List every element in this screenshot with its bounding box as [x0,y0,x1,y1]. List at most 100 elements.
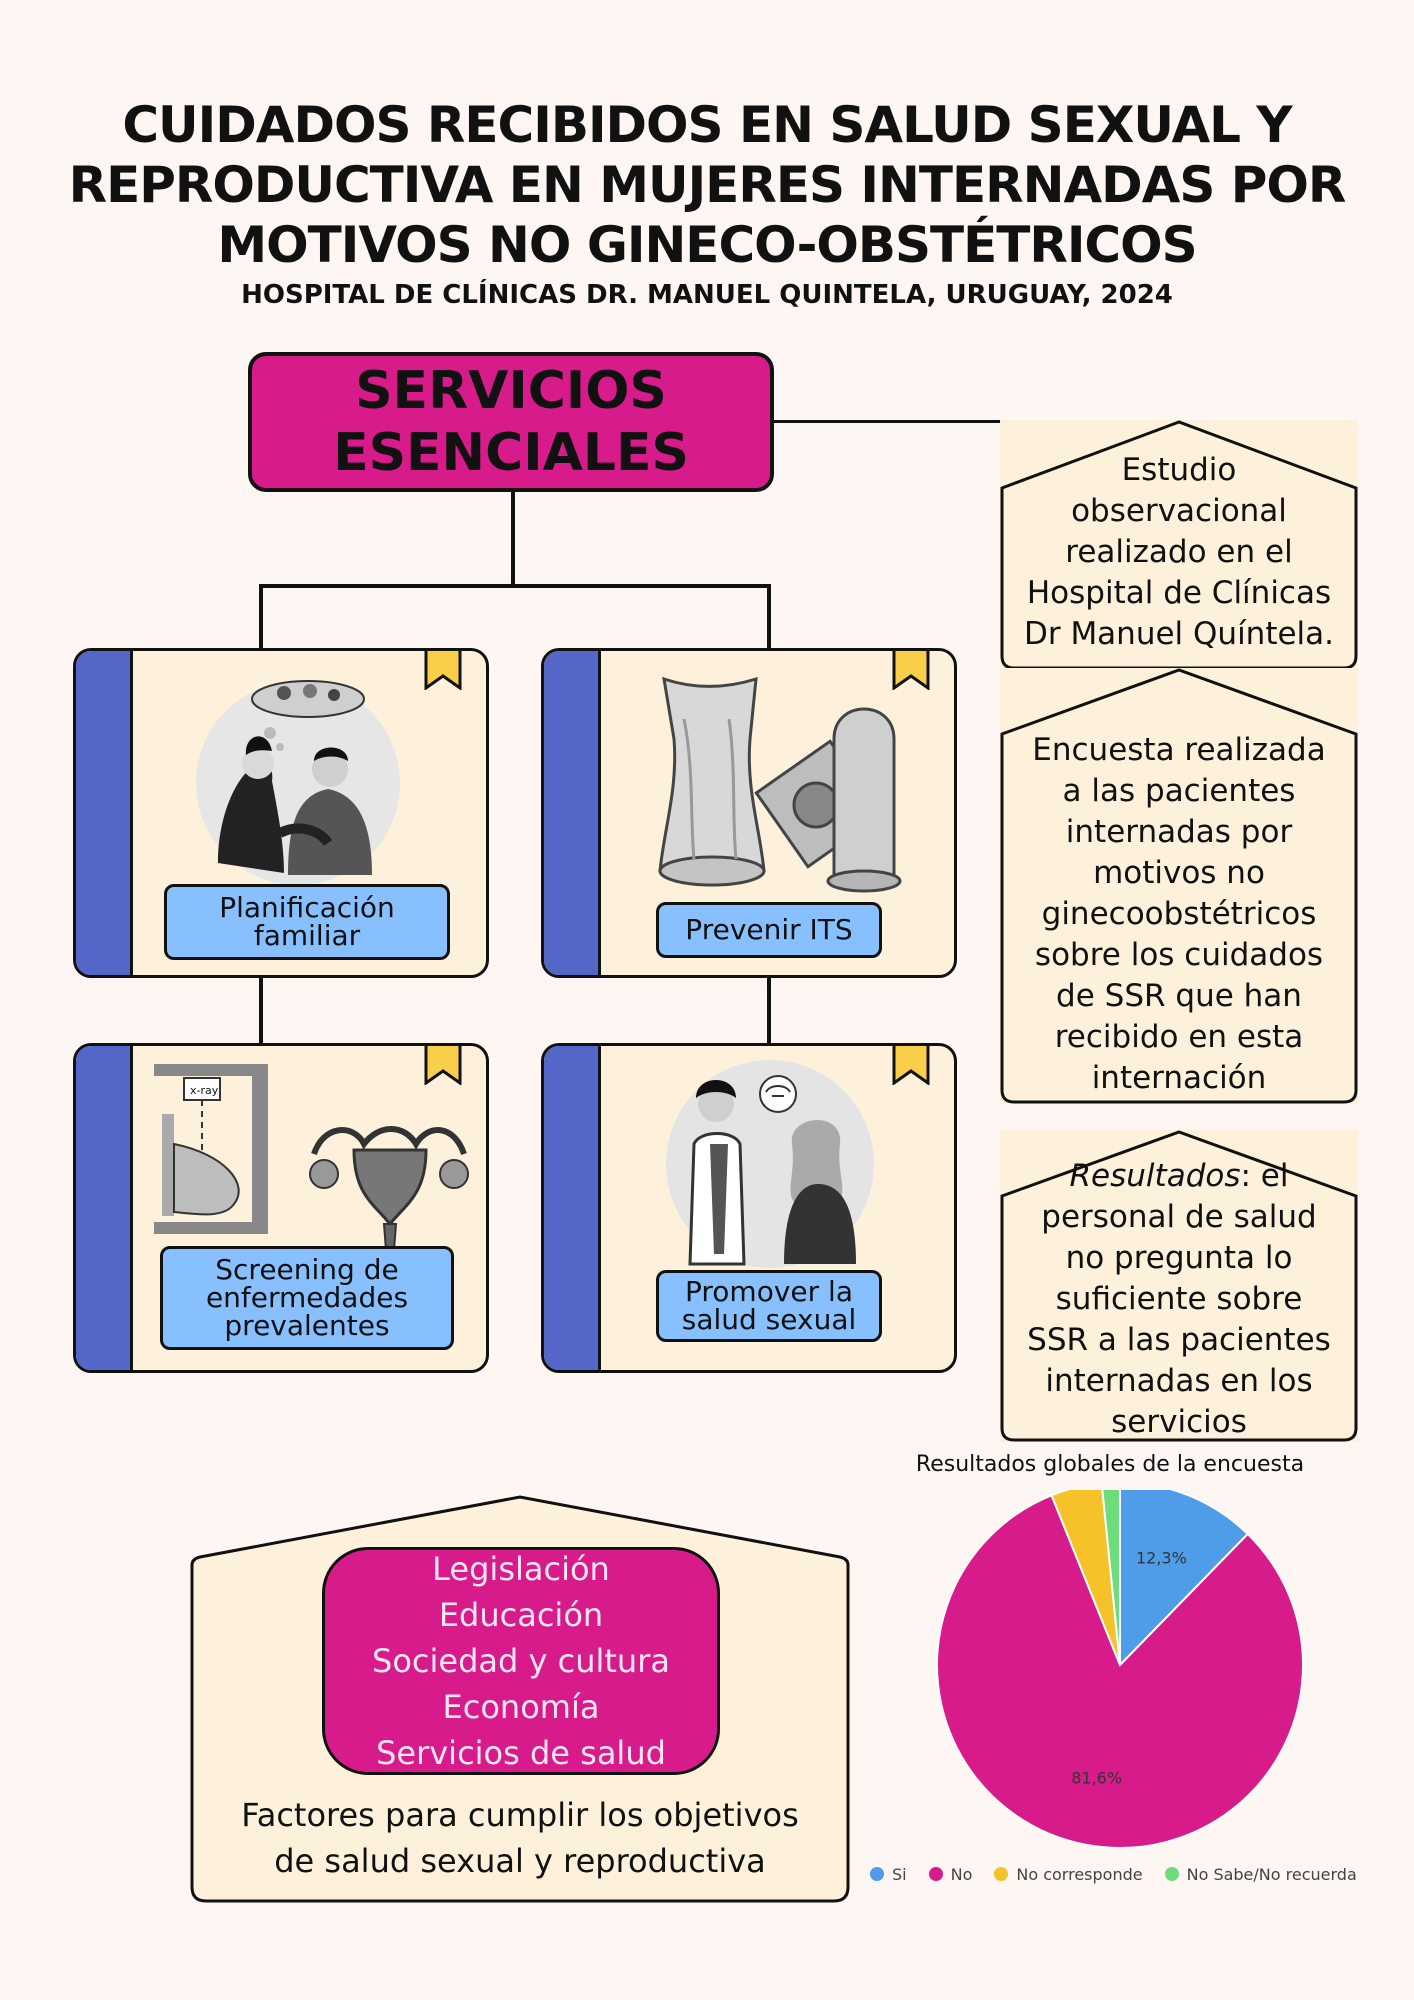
info-line: motivos no [1093,855,1265,891]
results-lead: Resultados [1069,1158,1241,1194]
couple-family-planning-icon [196,680,400,885]
pie-slice-no-corresponde [1050,1490,1121,1666]
connector-line [511,492,515,584]
title-line: REPRODUCTIVA EN MUJERES INTERNADAS POR [68,156,1347,214]
connector-line [259,584,770,588]
info-line: SSR a las pacientes [1027,1322,1331,1358]
card-stripe [544,1046,601,1370]
factor-item: Educación [438,1596,604,1634]
connector-line [259,584,263,648]
card-label-line: familiar [253,919,361,952]
info-box-results: Resultados: el personal de salud no preg… [1000,1130,1358,1442]
info-box-survey: Encuesta realizada a las pacientes inter… [1000,668,1358,1104]
pie-chart: 12,3% 81,6% [936,1490,1304,1849]
card-label-line: Screening de [215,1253,399,1286]
info-box-shape [1000,1130,1358,1442]
legend-swatch [870,1867,884,1881]
connector-line [767,584,771,648]
info-line: internadas por [1065,814,1293,850]
card-label-line: salud sexual [681,1303,857,1336]
card-stripe [76,1046,133,1370]
card-label-line: Prevenir ITS [685,913,853,946]
bookmark-icon [892,651,930,690]
card-label-line: enfermedades [205,1281,409,1314]
page-subtitle: HOSPITAL DE CLÍNICAS DR. MANUEL QUINTELA… [241,280,1173,310]
info-line: suficiente sobre [1055,1281,1303,1317]
info-line: recibido en esta [1054,1019,1304,1055]
factor-item: Economía [442,1688,600,1726]
factors-list: Legislación Educación Sociedad y cultura… [322,1547,720,1775]
title-line: CUIDADOS RECIBIDOS EN SALUD SEXUAL Y [122,96,1292,154]
info-line: ginecoobstétricos [1041,896,1317,932]
card-label-line: Planificación [219,891,395,924]
info-line: Encuesta realizada [1032,732,1326,768]
info-line: internación [1091,1060,1267,1096]
info-line: no pregunta lo [1065,1240,1293,1276]
legend-label: No Sabe/No recuerda [1186,1864,1357,1884]
info-line: realizado en el [1065,534,1293,570]
service-card-prevent-sti: Prevenir ITS [541,648,957,978]
connector-line [774,420,1096,423]
factors-caption-line: de salud sexual y reproductiva [274,1842,766,1880]
chart-legend: Si No No corresponde No Sabe/No recuerda [870,1862,1390,1886]
legend-item: No Sabe/No recuerda [1164,1864,1357,1884]
info-line: Hospital de Clínicas [1026,575,1332,611]
info-box-shape [1000,668,1358,1104]
info-line: Resultados: el [1000,1156,1358,1197]
card-label-line: prevalentes [224,1309,390,1342]
factor-item: Sociedad y cultura [372,1642,670,1680]
card-label-line: Promover la [685,1275,853,1308]
factors-caption-line: Factores para cumplir los objetivos [241,1796,799,1834]
legend-swatch [928,1867,943,1881]
legend-label: No [950,1864,973,1884]
bookmark-icon [424,651,462,690]
bookmark-icon [892,1046,930,1085]
info-line: internadas en los [1045,1363,1313,1399]
info-line: personal de salud [1041,1199,1317,1235]
info-line: Estudio [1121,452,1237,488]
card-label: Prevenir ITS [656,902,882,958]
factor-item: Legislación [432,1550,610,1588]
page-title: CUIDADOS RECIBIDOS EN SALUD SEXUAL Y REP… [0,95,1414,275]
pie-slice-label: 81,6% [1071,1768,1122,1787]
info-line: a las pacientes [1062,773,1296,809]
services-title-box: SERVICIOS ESENCIALES [248,352,774,492]
card-stripe [76,651,133,975]
title-line: MOTIVOS NO GINECO-OBSTÉTRICOS [217,216,1197,274]
connector-line [259,975,263,1043]
doctor-patient-icon [666,1060,874,1268]
legend-swatch [994,1867,1009,1881]
info-line: sobre los cuidados [1034,937,1324,973]
connector-line [767,975,771,1043]
services-title-line: ESENCIALES [333,423,689,483]
chart-title: Resultados globales de la encuesta [915,1452,1305,1477]
info-line: servicios [1111,1404,1247,1440]
services-title-line: SERVICIOS [355,361,667,421]
factors-caption: Factores para cumplir los objetivos de s… [190,1792,850,1884]
condom-icon [658,676,902,893]
info-box-study: Estudio observacional realizado en el Ho… [1000,420,1358,670]
legend-label: Si [892,1864,907,1884]
legend-item: No corresponde [994,1864,1143,1884]
legend-label: No corresponde [1016,1864,1143,1884]
card-stripe [544,651,601,975]
pie-slice-no-sabe-no-recuerda [1101,1490,1121,1666]
legend-item: No [928,1864,973,1884]
legend-swatch [1164,1867,1179,1881]
info-box-shape [1000,420,1358,670]
pie-slice-label: 12,3% [1136,1548,1187,1567]
mammography-uterus-icon: x-ray [154,1064,469,1251]
pie-slice-si [1119,1490,1250,1668]
info-line: observacional [1071,493,1287,529]
results-lead-rest: : el [1240,1158,1289,1194]
info-line: de SSR que han [1056,978,1302,1014]
pie-slice-no [936,1493,1304,1849]
legend-item: Si [870,1865,907,1884]
factor-item: Servicios de salud [376,1734,666,1772]
